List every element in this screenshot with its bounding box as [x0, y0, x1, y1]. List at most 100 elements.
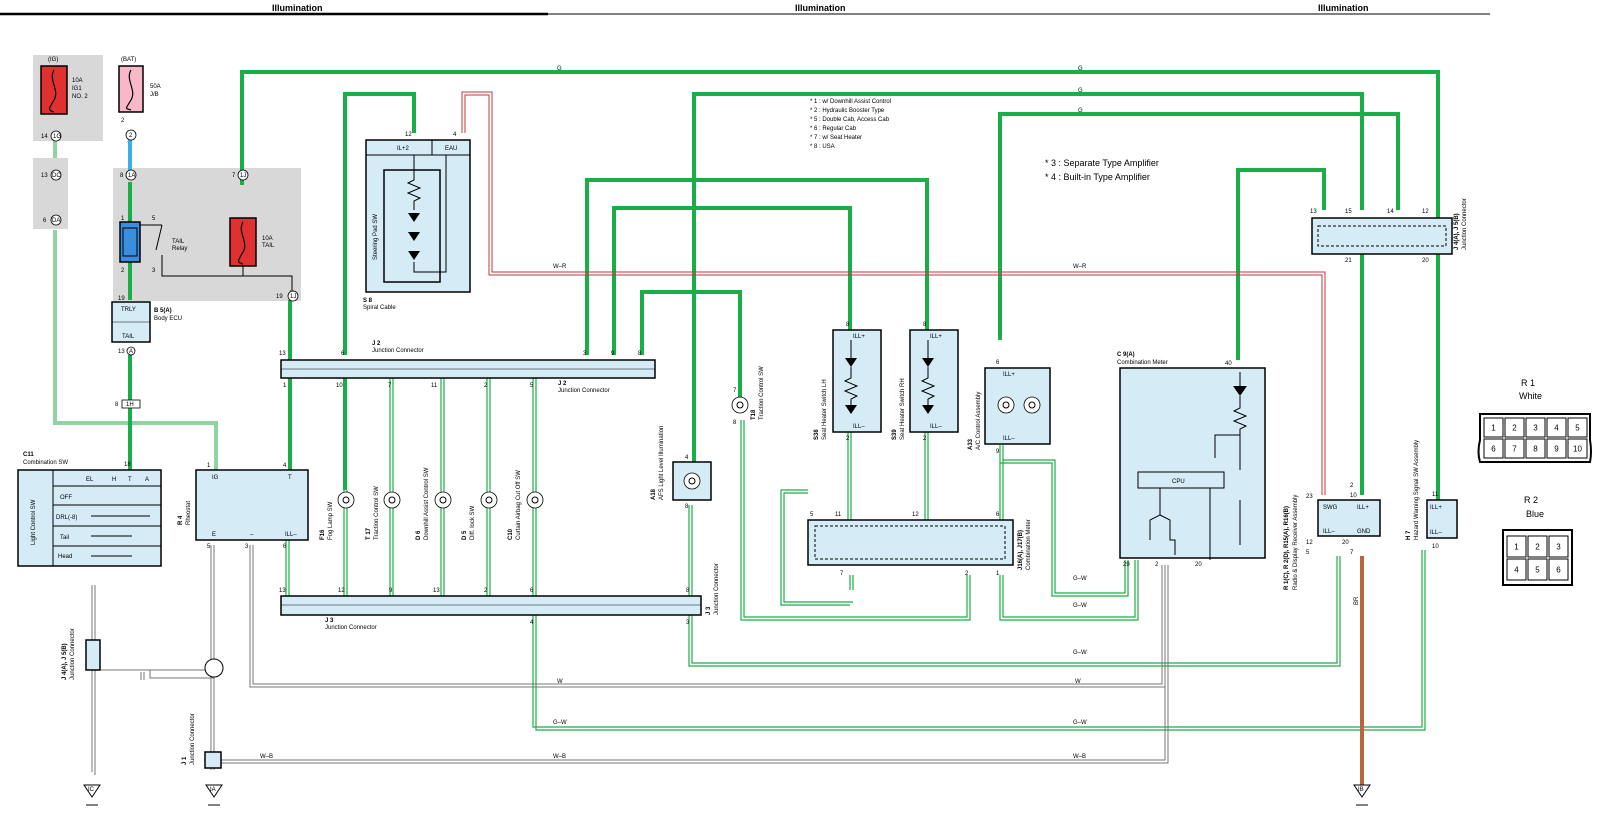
- junction-connector-j2: J 2 Junction Connector J 2 Junction Conn…: [279, 341, 656, 394]
- svg-text:5: 5: [207, 544, 211, 550]
- ig-conn: 1G: [53, 134, 61, 140]
- svg-text:2: 2: [484, 383, 488, 389]
- svg-text:21: 21: [1345, 258, 1352, 264]
- connector-pin-label: 5: [1575, 424, 1580, 433]
- connector-pin: [1504, 438, 1525, 459]
- svg-text:Radio & Display Receiver Assem: Radio & Display Receiver Assembly: [1293, 495, 1299, 590]
- seat-heater-switches: ILL+ ILL– 8 2 S38 Seat Heater Switch LH …: [814, 322, 959, 442]
- svg-text:CPU: CPU: [1172, 479, 1185, 485]
- svg-text:EAU: EAU: [445, 146, 457, 152]
- connector-pin: [1483, 438, 1504, 459]
- svg-text:ILL–: ILL–: [853, 424, 865, 430]
- svg-text:G–W: G–W: [1073, 650, 1087, 656]
- svg-text:13: 13: [118, 349, 125, 355]
- svg-text:G–W: G–W: [553, 720, 567, 726]
- svg-text:DRL(-8): DRL(-8): [56, 515, 77, 521]
- svg-text:29: 29: [1123, 562, 1130, 568]
- svg-text:Head: Head: [58, 554, 72, 560]
- svg-text:White: White: [1519, 391, 1542, 401]
- ac-control-assembly: ILL+ ILL– 6 9 A33 A/C Control Assembly: [968, 360, 1051, 455]
- svg-text:ILL+: ILL+: [1357, 505, 1369, 511]
- svg-text:Junction Connector: Junction Connector: [70, 628, 76, 680]
- svg-text:1J: 1J: [240, 173, 246, 179]
- svg-text:4: 4: [453, 132, 457, 138]
- svg-text:Seat Heater Switch RH: Seat Heater Switch RH: [900, 378, 906, 440]
- svg-text:D 6: D 6: [416, 530, 422, 540]
- svg-text:11: 11: [835, 512, 842, 518]
- connector-pin: [1527, 558, 1548, 581]
- g-w-wires: [285, 375, 1426, 731]
- svg-text:C10: C10: [508, 528, 514, 540]
- connector-pin-label: 1: [1491, 424, 1496, 433]
- svg-text:6: 6: [43, 218, 47, 224]
- bat-pin: 2: [121, 118, 125, 124]
- svg-text:7: 7: [840, 571, 844, 577]
- svg-text:12: 12: [912, 512, 919, 518]
- svg-text:W–B: W–B: [260, 754, 273, 760]
- traction-control-t18: 7 8 T18 Traction Control SW: [731, 366, 765, 426]
- svg-text:OFF: OFF: [60, 495, 72, 501]
- connector-pin-label: 5: [1535, 566, 1540, 575]
- svg-text:6: 6: [996, 512, 1000, 518]
- connector-pin-label: 8: [1533, 445, 1538, 454]
- connector-pin: [1525, 438, 1546, 459]
- connector-pin: [1483, 417, 1504, 438]
- connector-pin: [1567, 417, 1588, 438]
- svg-text:IB: IB: [1358, 787, 1364, 793]
- svg-text:IG: IG: [212, 475, 219, 481]
- svg-text:ILL+: ILL+: [1430, 505, 1442, 511]
- svg-text:W–R: W–R: [553, 264, 567, 270]
- connector-pin-label: 10: [1573, 445, 1582, 454]
- svg-text:Combination Meter: Combination Meter: [1026, 519, 1032, 570]
- svg-text:G: G: [1078, 66, 1083, 72]
- option-notes: * 1 : w/ Downhill Assist Control * 2 : H…: [810, 99, 891, 150]
- bat-source-label: (BAT): [121, 57, 136, 63]
- svg-text:IA: IA: [210, 787, 216, 793]
- bat-fuse-name: J/B: [150, 92, 159, 98]
- svg-text:10: 10: [1432, 544, 1439, 550]
- connector-pin: [1527, 535, 1548, 558]
- connector-pin-label: 4: [1554, 424, 1559, 433]
- svg-text:3: 3: [583, 351, 587, 357]
- svg-text:5: 5: [1306, 550, 1310, 556]
- svg-text:EL: EL: [86, 477, 94, 483]
- svg-text:Downhill Assist Control SW: Downhill Assist Control SW: [424, 467, 430, 540]
- svg-text:J 4(A), J 5(B): J 4(A), J 5(B): [1454, 213, 1460, 250]
- svg-text:Light Control SW: Light Control SW: [31, 499, 37, 545]
- relay-panel: [113, 168, 301, 301]
- svg-text:* 6 : Regular Cab: * 6 : Regular Cab: [810, 126, 857, 132]
- svg-text:G–W: G–W: [1073, 576, 1087, 582]
- combination-meter: C 9(A) Combination Meter 40 CPU 29 2 20: [1117, 352, 1266, 568]
- svg-text:1A: 1A: [128, 173, 135, 179]
- svg-text:40: 40: [1225, 361, 1232, 367]
- svg-text:* 5 : Double Cab, Access Cab: * 5 : Double Cab, Access Cab: [810, 117, 890, 123]
- left-connectors: 13 DC 6 DA 8 1A 7 1J 19 1J 8 1H: [41, 169, 299, 409]
- svg-text:2: 2: [965, 571, 969, 577]
- svg-text:2: 2: [846, 436, 850, 442]
- svg-text:T: T: [288, 475, 292, 481]
- connector-pin: [1546, 438, 1567, 459]
- svg-text:ILL+: ILL+: [930, 334, 942, 340]
- svg-text:G–W: G–W: [1073, 720, 1087, 726]
- svg-text:ILL–: ILL–: [1003, 436, 1015, 442]
- svg-text:Combination Meter: Combination Meter: [1117, 360, 1168, 366]
- svg-text:13: 13: [41, 173, 48, 179]
- svg-text:A: A: [145, 477, 149, 483]
- svg-text:20: 20: [1342, 540, 1349, 546]
- svg-text:7: 7: [1350, 550, 1354, 556]
- svg-text:7: 7: [733, 388, 737, 394]
- svg-text:G–W: G–W: [1073, 603, 1087, 609]
- svg-text:A: A: [129, 349, 133, 355]
- svg-text:5: 5: [152, 216, 156, 222]
- header-left: Illumination: [272, 3, 323, 13]
- svg-text:T 17: T 17: [366, 527, 372, 540]
- svg-text:1: 1: [996, 571, 1000, 577]
- svg-text:S 8: S 8: [363, 298, 373, 304]
- svg-text:H 7: H 7: [1406, 530, 1412, 540]
- svg-text:Fog Lamp SW: Fog Lamp SW: [328, 501, 334, 540]
- svg-text:Hazard Warning Signal SW Assem: Hazard Warning Signal SW Assembly: [1414, 440, 1420, 540]
- svg-text:IC: IC: [88, 787, 95, 793]
- svg-text:8: 8: [686, 588, 690, 594]
- svg-text:Junction Connector: Junction Connector: [372, 348, 424, 354]
- connector-pin: [1567, 438, 1588, 459]
